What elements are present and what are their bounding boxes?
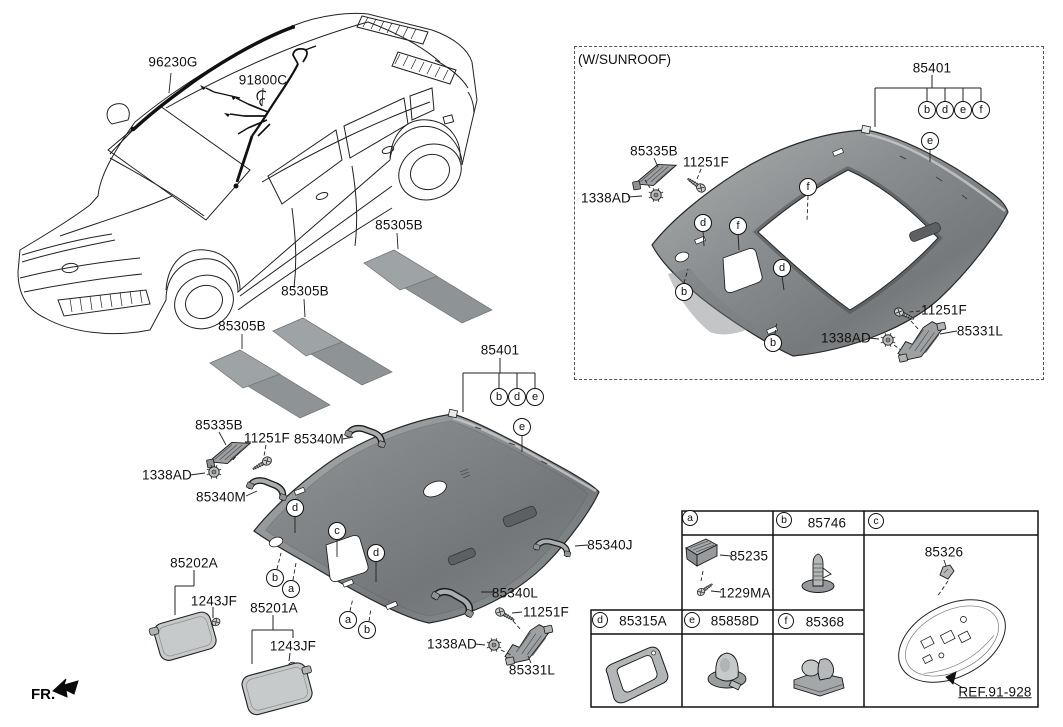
callout-marker-d-19: d [773,259,791,277]
part-label-85340J-15[interactable]: 85340J [587,537,633,553]
part-label-91800C-1[interactable]: 91800C [238,72,288,88]
part-label-11251F-22[interactable]: 11251F [683,154,729,170]
callout-marker-b-0: b [490,388,508,406]
part-label-85202A-11[interactable]: 85202A [170,555,218,571]
part-label-85331L-19[interactable]: 85331L [508,662,556,678]
part-label-1338AD-26[interactable]: 1338AD [821,330,871,346]
legend-cell-letter-f: f [778,613,794,629]
pad-85305B-group [209,249,493,419]
callout-marker-b-7: b [266,569,284,587]
part-label-11251F-7[interactable]: 11251F [244,430,290,446]
car-sketch [17,12,478,335]
legend-cell-letter-d: d [592,612,608,628]
callout-marker-a-8: a [282,580,300,598]
legend-part-85315A-image [605,646,669,704]
part-label-1243JF-12[interactable]: 1243JF [190,593,238,609]
callout-marker-d-6: d [367,544,385,562]
callout-marker-b-11: b [918,101,936,119]
part-label-85335B-21[interactable]: 85335B [630,143,678,159]
callout-marker-b-21: b [764,334,782,352]
legend-part-85368-image [793,658,845,697]
legend-part-85326-image [939,564,955,580]
roof-wiring-harness [109,25,317,189]
part-label-85305B-2[interactable]: 85305B [375,217,423,233]
part-label-1338AD-23[interactable]: 1338AD [581,190,631,206]
callout-marker-d-12: d [936,101,954,119]
headliner-main [253,408,600,624]
part-label-85201A-13[interactable]: 85201A [250,600,298,616]
part-label-85340L-16[interactable]: 85340L [491,585,539,601]
callout-marker-e-3: e [513,418,531,436]
legend-cell-letter-a: a [682,510,698,526]
part-label-1338AD-9[interactable]: 1338AD [142,467,192,483]
overhead-console-drawing [898,599,1006,683]
callout-marker-f-16: f [799,178,817,196]
legend-table-borders [590,510,1039,708]
callout-marker-a-9: a [339,611,357,629]
callout-marker-d-4: d [286,499,304,517]
part-label-11251F-24[interactable]: 11251F [921,302,967,318]
legend-part-85315A[interactable]: 85315A [619,613,667,629]
leader-lines [168,72,982,664]
callout-marker-f-18: f [729,217,747,235]
callout-marker-c-5: c [328,522,346,540]
part-label-85305B-4[interactable]: 85305B [218,318,266,334]
part-label-85340M-8[interactable]: 85340M [294,431,344,447]
legend-part-85746-image [801,553,835,593]
part-label-85326-29[interactable]: 85326 [924,544,964,560]
part-label-11251F-17[interactable]: 11251F [523,604,569,620]
ref-arrow [945,671,964,689]
legend-cell-letter-c: c [868,513,884,529]
callout-marker-f-14: f [972,101,990,119]
legend-cell-letter-e: e [684,612,700,628]
sunroof-variant-box [574,46,1044,380]
part-label-1229MA-28[interactable]: 1229MA [719,585,771,601]
sunroof-variant-caption: (W/SUNROOF) [578,52,671,67]
part-label-1243JF-14[interactable]: 1243JF [269,638,317,654]
callout-marker-b-20: b [675,283,693,301]
callout-marker-e-13: e [954,101,972,119]
part-label-1338AD-18[interactable]: 1338AD [427,636,477,652]
fr-direction-label: FR. [31,686,56,703]
part-label-85335B-6[interactable]: 85335B [195,417,243,433]
callout-marker-d-17: d [694,214,712,232]
callout-marker-b-10: b [358,621,376,639]
part-label-85305B-3[interactable]: 85305B [281,283,329,299]
part-label-96230G-0[interactable]: 96230G [148,54,198,70]
legend-cell-letter-b: b [776,512,792,528]
sun-visor-85202A [148,611,217,661]
part-label-85235-27[interactable]: 85235 [729,548,769,564]
legend-part-85746[interactable]: 85746 [807,515,847,531]
legend-part-85858D-image [707,652,747,691]
callout-marker-e-2: e [526,388,544,406]
fr-direction-arrow [52,678,79,698]
callout-marker-e-15: e [921,132,939,150]
callout-marker-d-1: d [508,388,526,406]
part-label-REF.91-928-30[interactable]: REF.91-928 [958,684,1032,700]
legend-part-85858D[interactable]: 85858D [710,613,760,629]
legend-part-85235-image [685,538,718,567]
part-label-85340M-10[interactable]: 85340M [196,489,246,505]
part-label-85401-20[interactable]: 85401 [912,60,952,76]
headliner-sunroof [651,124,1009,357]
part-label-85331L-25[interactable]: 85331L [956,323,1004,339]
sun-visor-85201A [241,662,313,716]
legend-part-85368[interactable]: 85368 [805,614,845,630]
part-label-85401-5[interactable]: 85401 [480,342,520,358]
